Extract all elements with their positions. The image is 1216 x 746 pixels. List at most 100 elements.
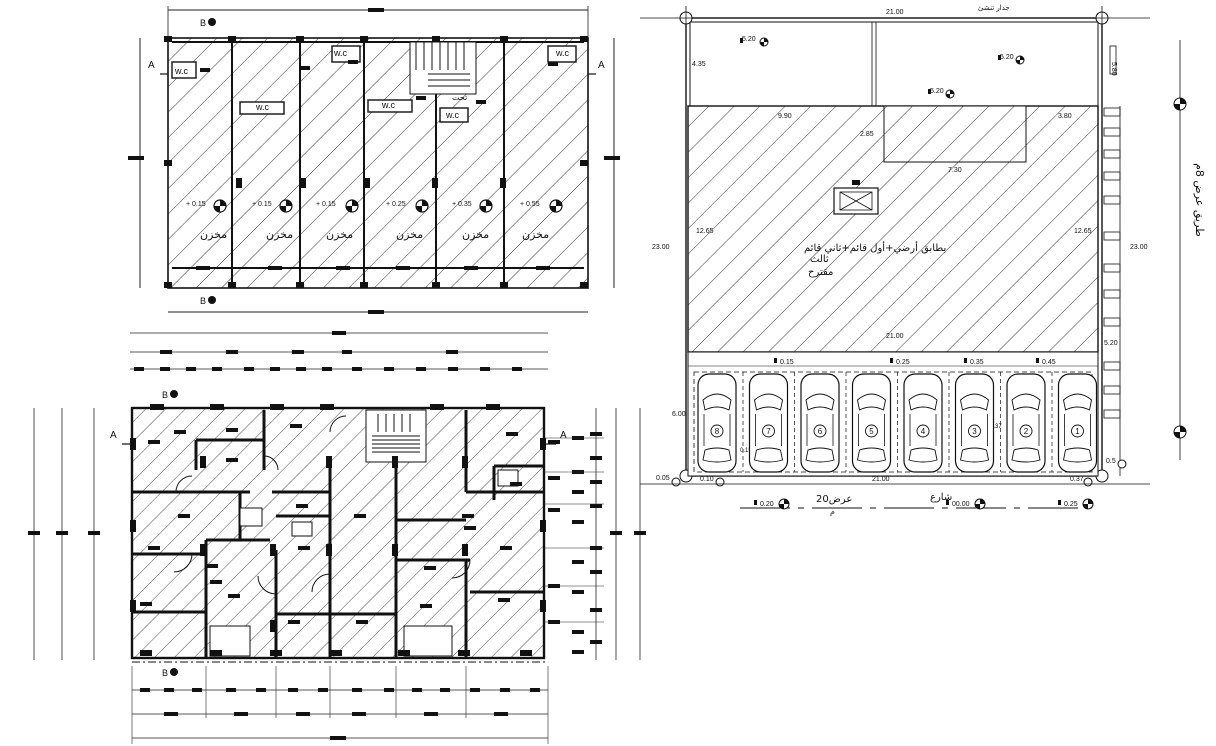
shop-level: + 0.55 (520, 201, 540, 208)
site-top-width: 21.00 (886, 9, 904, 16)
road-level-text: 00.00 (952, 501, 970, 508)
parking-level: 0.15 (774, 358, 794, 366)
floor-stair (365, 409, 427, 463)
shop-label: مخزن (326, 228, 353, 241)
parking-level: 0.25 (890, 358, 910, 366)
dim-side-left: 12.65 (696, 228, 714, 235)
shop-label: مخزن (396, 228, 423, 241)
car-number: 5 (869, 427, 874, 436)
parking-level-text: 0.45 (1042, 359, 1056, 366)
level-text: 5.20 (1000, 54, 1014, 61)
stair (409, 41, 477, 95)
dim-building-3: 3.80 (1058, 113, 1072, 120)
right-side-level: 5.20 (1104, 340, 1118, 347)
shop-plan: A A B B w.c w.c w.c w.c w.c w.c تحت + 0.… (128, 6, 620, 314)
wc-label-1: w.c (174, 66, 189, 76)
car-number: 3 (972, 427, 977, 436)
floor-section-label-b-bottom: B (162, 668, 168, 678)
floor-section-label-a-right: A (560, 430, 567, 441)
parked-car: 4 (903, 373, 943, 473)
floor-plan: A A B B (28, 331, 646, 744)
road-level-text: 0.25 (1064, 501, 1078, 508)
parking-level: 0.45 (1036, 358, 1056, 366)
building-width: 21.00 (886, 333, 904, 340)
bottom-width: 21.00 (872, 476, 890, 483)
car-number: 4 (921, 427, 926, 436)
bottom-level-2: 0.10 (700, 476, 714, 483)
parking-level-text: 0.15 (780, 359, 794, 366)
car-number-badge (968, 424, 981, 438)
shop-label: مخزن (522, 228, 549, 241)
section-label-b-top: B (200, 18, 206, 28)
shop-level: + 0.35 (452, 201, 472, 208)
overall-height-right: 23.00 (1130, 244, 1148, 251)
dim-side-right: 12.65 (1074, 228, 1092, 235)
car-number: 1 (1075, 427, 1080, 436)
street-width-label: عرض20 (816, 494, 852, 505)
parked-car: 3 (954, 373, 995, 473)
wc-label-4: w.c (381, 100, 396, 110)
shop-level: + 0.25 (386, 201, 406, 208)
parking-level-text: 0.25 (896, 359, 910, 366)
car-number-badge (813, 424, 827, 438)
car-number: 8 (715, 427, 720, 436)
site-left-offset: 4.35 (692, 61, 706, 68)
wc-label-3: w.c (333, 48, 348, 58)
shop-label: مخزن (462, 228, 489, 241)
building-note-line-2: ثالث (810, 254, 829, 265)
parking-depth: 6.00 (672, 411, 686, 418)
parked-car: 1 (1057, 373, 1098, 473)
site-right-offset-top: 5.80 (1110, 62, 1117, 76)
parked-car: 8 (697, 373, 737, 473)
site-plan: 21.00 جدار تنشئ 4.35 5.80 5.20 5.20 5.20 (640, 4, 1206, 516)
section-label-a-right: A (598, 60, 605, 71)
car-number: 7 (766, 427, 771, 436)
wc-label-5: w.c (445, 110, 460, 120)
parked-car: 2 (1006, 373, 1046, 473)
inner-level-2: 0.37 (990, 424, 1002, 430)
shop-unit-4: + 0.25 مخزن (386, 199, 429, 241)
level-text: 5.20 (930, 88, 944, 95)
level-marker: 5.20 (930, 88, 955, 99)
building-note-line-1: بطابق أرضي+أول قائم+ثاني قائم (804, 241, 946, 254)
shop-unit-1: + 0.15 مخزن (186, 199, 227, 241)
wc-label-2: w.c (255, 102, 270, 112)
floor-plan-outline (130, 406, 546, 660)
road-level-text: 0.20 (760, 501, 774, 508)
inner-level-1: 0.15 (740, 448, 752, 454)
level-text: 5.20 (742, 36, 756, 43)
street-label: شارع (930, 492, 952, 503)
shop-level: + 0.15 (316, 201, 336, 208)
parked-car: 6 (800, 373, 840, 473)
parked-car: 5 (851, 373, 892, 473)
car-number-badge (865, 424, 878, 438)
car-number: 6 (818, 427, 823, 436)
parking-cars: 8 7 6 5 4 3 2 1 (697, 372, 1098, 473)
bottom-level-1: 0.05 (656, 475, 670, 482)
dim-building-2: 2.85 (860, 131, 874, 138)
floor-section-label-a-left: A (110, 430, 117, 441)
road-level: 0.25 (1058, 498, 1094, 510)
floor-section-label-b-top: B (162, 390, 168, 400)
level-marker: 5.20 (742, 36, 769, 47)
section-label-b-bottom: B (200, 296, 206, 306)
shop-label: مخزن (266, 228, 293, 241)
road-level: 0.20 (754, 498, 790, 510)
bottom-level-3: 0.37 (1070, 476, 1084, 483)
car-number-badge (762, 424, 775, 438)
car-number-badge (1019, 424, 1033, 438)
building-note-line-3: مقترح (808, 267, 833, 278)
shop-unit-3: + 0.15 مخزن (316, 199, 359, 241)
shop-unit-2: + 0.15 مخزن (252, 199, 293, 241)
parked-car: 7 (748, 373, 789, 473)
bottom-level-4: 0.5 (1106, 458, 1116, 465)
overall-height-left: 23.00 (652, 244, 670, 251)
car-number-badge (1071, 424, 1084, 438)
street-sub-label: م (830, 507, 835, 516)
car-number-badge (710, 424, 724, 438)
wc-label-6: w.c (555, 48, 570, 58)
shop-level: + 0.15 (186, 201, 206, 208)
shop-plan-outline (167, 37, 589, 289)
car-number-badge (916, 424, 930, 438)
